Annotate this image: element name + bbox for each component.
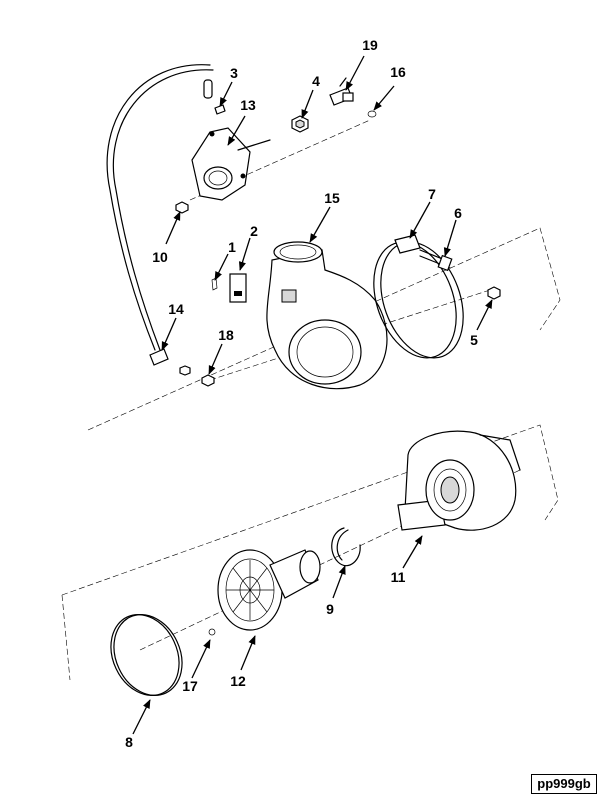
turbine-housing-part-15	[266, 241, 388, 390]
wastegate-hose	[106, 64, 214, 351]
gasket-part-2	[229, 273, 247, 303]
small-fitting	[179, 365, 191, 376]
callout-17: 17	[182, 678, 198, 694]
callout-14: 14	[168, 301, 184, 317]
callout-12: 12	[230, 673, 246, 689]
leader-lines	[132, 55, 493, 735]
nut-part-4	[291, 115, 309, 133]
assembly-plane-lower	[61, 424, 559, 681]
callout-10: 10	[152, 249, 168, 265]
callout-labels: 1 2 3 4 5 6 7 8 9 10 11 12 13 14 15 16 1…	[125, 37, 478, 750]
sensor-part-19	[329, 77, 354, 106]
compressor-housing-part-11	[397, 430, 521, 531]
gasket-part-1	[211, 277, 218, 291]
clamp-bolt-part-6	[419, 249, 453, 272]
callout-2: 2	[250, 223, 258, 239]
callout-5: 5	[470, 332, 478, 348]
bolt-part-18	[201, 374, 215, 387]
callout-15: 15	[324, 190, 340, 206]
callout-4: 4	[312, 73, 320, 89]
callout-1: 1	[228, 239, 236, 255]
hose-fitting-part-14	[149, 348, 169, 366]
vband-clamp-part-7	[373, 234, 464, 359]
cartridge-assembly-part-12	[217, 549, 321, 631]
callout-11: 11	[391, 569, 406, 585]
oring-part-8	[110, 614, 183, 696]
actuator-bracket-part-13	[191, 127, 271, 201]
oring-part-16	[367, 110, 377, 118]
nut-part-5	[487, 286, 501, 300]
callout-6: 6	[454, 205, 462, 221]
callout-3: 3	[230, 65, 238, 81]
bolt-part-10	[175, 201, 189, 214]
callout-16: 16	[390, 64, 406, 80]
callout-19: 19	[362, 37, 378, 53]
callout-18: 18	[218, 327, 234, 343]
callout-8: 8	[125, 734, 133, 750]
callout-13: 13	[240, 97, 256, 113]
callout-9: 9	[326, 601, 334, 617]
pin-part-17	[208, 628, 216, 636]
fitting-part-3	[203, 79, 226, 115]
reference-code-label: pp999gb	[531, 774, 597, 794]
snap-ring-part-9	[331, 527, 361, 567]
callout-7: 7	[428, 186, 436, 202]
